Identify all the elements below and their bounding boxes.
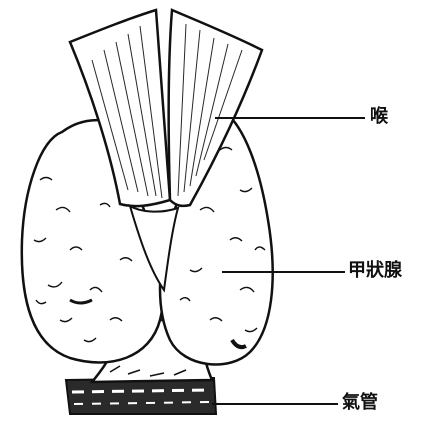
trachea-drawing — [66, 378, 216, 414]
label-thyroid: 甲狀腺 — [348, 262, 402, 280]
label-larynx: 喉 — [370, 108, 388, 126]
label-trachea: 氣管 — [342, 394, 378, 412]
